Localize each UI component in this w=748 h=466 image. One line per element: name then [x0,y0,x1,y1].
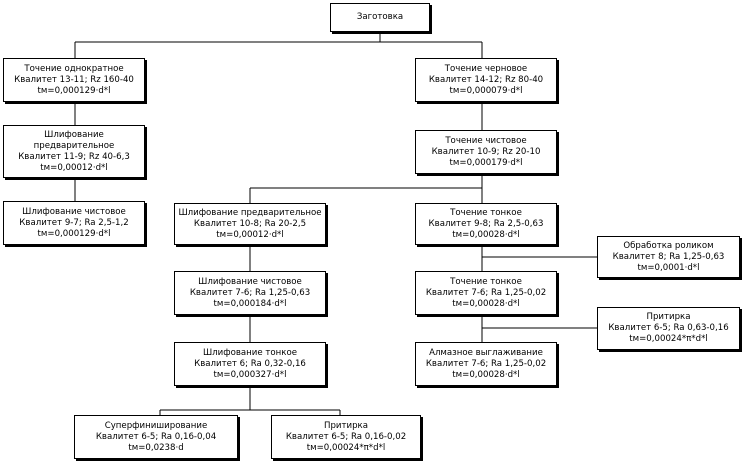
node-line: Квалитет 6-5; Ra 0,16-0,02 [285,431,407,442]
node-line: Квалитет 9-8; Ra 2,5-0,63 [428,218,544,229]
node-line: tм=0,000129·d*l [37,228,111,239]
node-line: tм=0,000129·d*l [37,85,111,96]
node-line: Квалитет 11-9; Rz 40-6,3 [18,151,130,162]
node-line: tм=0,00012·d*l [216,229,284,240]
node-line: tм=0,000184·d*l [213,298,287,309]
node-title: Шлифование чистовое [22,206,126,217]
node-grind-finish-mid: Шлифование чистовое Квалитет 7-6; Ra 1,2… [174,271,326,315]
node-grind-pre-mid: Шлифование предварительное Квалитет 10-8… [174,203,326,245]
node-line: tм=0,00012·d*l [40,162,108,173]
node-turn-finish: Точение чистовое Квалитет 10-9; Rz 20-10… [415,130,557,174]
node-grind-fine-mid: Шлифование тонкое Квалитет 6; Ra 0,32-0,… [174,342,326,386]
node-line: Квалитет 7-6; Ra 1,25-0,63 [189,287,311,298]
node-line: Квалитет 6-5; Ra 0,16-0,04 [95,431,217,442]
node-line: tм=0,00028·d*l [452,229,520,240]
node-title: Точение чистовое [445,135,527,146]
node-line: Заготовка [356,12,404,22]
node-title: Шлифование [44,129,104,140]
node-lapping-right: Притирка Квалитет 6-5; Ra 0,63-0,16 tм=0… [597,307,740,350]
node-line: tм=0,000079·d*l [449,85,523,96]
node-title: предварительное [33,140,115,151]
node-title: Шлифование тонкое [202,347,298,358]
node-line: Квалитет 7-6; Ra 1,25-0,02 [425,287,547,298]
node-turn-single: Точение однократное Квалитет 13-11; Rz 1… [3,58,145,102]
node-blank: Заготовка [330,3,430,32]
node-line: Квалитет 8; Ra 1,25-0,63 [612,251,725,262]
node-title: Обработка роликом [623,240,714,251]
node-turn-rough: Точение черновое Квалитет 14-12; Rz 80-4… [415,58,557,102]
node-title: Шлифование чистовое [198,276,302,287]
node-title: Суперфиниширование [104,420,208,431]
node-title: Точение тонкое [450,276,522,287]
node-line: Квалитет 14-12; Rz 80-40 [428,74,544,85]
node-grind-finish-left: Шлифование чистовое Квалитет 9-7; Ra 2,5… [3,201,145,245]
node-title: Притирка [323,420,368,431]
node-line: tм=0,00024*π*d*l [306,442,386,453]
node-lapping-bottom: Притирка Квалитет 6-5; Ra 0,16-0,02 tм=0… [271,415,421,459]
node-title: Точение тонкое [450,207,522,218]
node-line: Квалитет 10-9; Rz 20-10 [431,146,541,157]
node-grind-pre-left: Шлифование предварительное Квалитет 11-9… [3,125,145,178]
node-line: tм=0,000327·d*l [213,369,287,380]
node-title: Шлифование предварительное [178,207,322,218]
node-line: tм=0,0238·d [128,442,184,453]
node-title: Алмазное выглаживание [429,347,543,358]
node-diamond-burnishing: Алмазное выглаживание Квалитет 7-6; Ra 1… [415,342,557,386]
node-line: tм=0,00028·d*l [452,369,520,380]
node-roller: Обработка роликом Квалитет 8; Ra 1,25-0,… [597,236,740,278]
node-title: Точение однократное [24,63,124,74]
node-superfinish: Суперфиниширование Квалитет 6-5; Ra 0,16… [74,415,238,459]
node-line: tм=0,0001·d*l [637,262,700,273]
node-turn-fine-1: Точение тонкое Квалитет 9-8; Ra 2,5-0,63… [415,203,557,245]
node-line: Квалитет 6-5; Ra 0,63-0,16 [608,323,729,333]
node-line: tм=0,00028·d*l [452,298,520,309]
node-title: Точение черновое [444,63,528,74]
node-line: tм=0,00024*π*d*l [629,334,708,344]
node-turn-fine-2: Точение тонкое Квалитет 7-6; Ra 1,25-0,0… [415,271,557,315]
node-line: Квалитет 10-8; Ra 20-2,5 [193,218,307,229]
node-line: Квалитет 9-7; Ra 2,5-1,2 [19,217,129,228]
node-line: Квалитет 6; Ra 0,32-0,16 [194,358,306,369]
node-line: tм=0,000179·d*l [449,157,523,168]
node-line: Квалитет 7-6; Ra 1,25-0,02 [425,358,547,369]
node-title: Притирка [646,312,691,322]
node-line: Квалитет 13-11; Rz 160-40 [14,74,134,85]
